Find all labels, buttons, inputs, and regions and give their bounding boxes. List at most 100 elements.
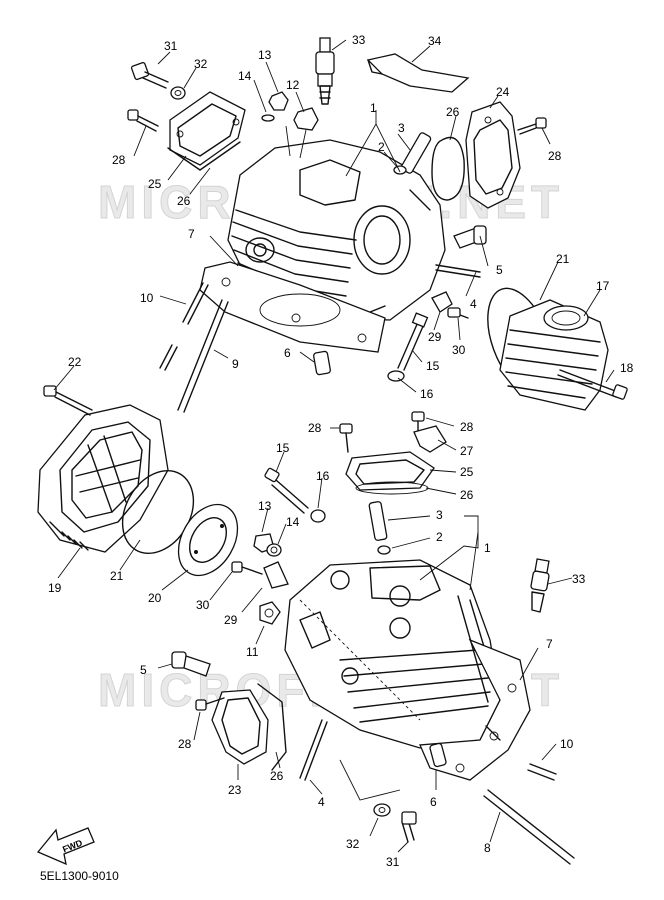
callout-6: 6	[284, 346, 291, 360]
callout-33: 33	[572, 572, 586, 586]
dowel-top	[313, 350, 331, 376]
bracket-27	[413, 425, 447, 453]
head-gasket-bottom	[419, 638, 531, 781]
callout-25: 25	[148, 177, 162, 191]
callout-13: 13	[258, 48, 272, 62]
head-gasket-top	[199, 261, 386, 353]
stud-4-bottom	[299, 719, 328, 781]
callout-7: 7	[546, 637, 553, 651]
callout-3: 3	[398, 121, 405, 135]
callout-5: 5	[496, 263, 503, 277]
callout-28: 28	[112, 153, 126, 167]
bolt-28-top-right	[517, 117, 547, 135]
callout-5: 5	[140, 663, 147, 677]
callout-26: 26	[460, 488, 474, 502]
callout-25: 25	[460, 465, 474, 479]
callout-1: 1	[484, 541, 491, 555]
valve-guide-top	[393, 132, 432, 175]
bolt-15-top	[387, 312, 429, 382]
callout-2: 2	[378, 140, 385, 154]
callout-10: 10	[140, 291, 154, 305]
callout-28: 28	[460, 420, 474, 434]
nuts-bottom	[253, 533, 282, 557]
callout-11: 11	[246, 645, 259, 659]
callout-14: 14	[286, 515, 300, 529]
callout-29: 29	[428, 330, 442, 344]
gasket-24-26-top	[431, 101, 521, 209]
callout-19: 19	[48, 581, 62, 595]
callout-6: 6	[430, 795, 437, 809]
callout-20: 20	[148, 591, 162, 605]
callout-32: 32	[346, 837, 360, 851]
callout-30: 30	[452, 343, 466, 357]
fwd-arrow-icon: FWD	[36, 827, 95, 866]
callout-26: 26	[446, 105, 460, 119]
callout-26: 26	[270, 769, 284, 783]
callout-33: 33	[352, 33, 366, 47]
callout-21: 21	[110, 569, 124, 583]
callout-28: 28	[548, 149, 562, 163]
plate-20	[177, 503, 239, 577]
callout-18: 18	[620, 361, 634, 375]
callout-10: 10	[560, 737, 574, 751]
callout-15: 15	[276, 441, 290, 455]
callout-23: 23	[228, 783, 242, 797]
callout-8: 8	[484, 841, 491, 855]
callout-31: 31	[164, 39, 178, 53]
callout-4: 4	[318, 795, 325, 809]
spark-plug-bottom	[530, 558, 550, 613]
studs-top	[159, 282, 229, 413]
bolt-15-bottom	[264, 467, 326, 523]
bolt-18	[557, 369, 628, 400]
valve-cover-25-top	[167, 91, 246, 171]
fitting-5-top	[453, 225, 487, 249]
studs-bottom	[483, 725, 575, 865]
valve-cover-25-bottom	[345, 451, 435, 495]
bracket-29-bottom	[231, 561, 289, 589]
callout-26: 26	[177, 194, 191, 208]
bolt-28-top-left	[127, 109, 159, 132]
fitting-5-bottom	[171, 651, 211, 677]
cover-23-bottom	[211, 683, 287, 771]
callout-31: 31	[386, 855, 400, 869]
callout-24: 24	[496, 85, 510, 99]
callout-22: 22	[68, 355, 82, 369]
callout-28: 28	[178, 737, 192, 751]
front-cylinder-head	[284, 559, 501, 749]
diagram-code: 5EL1300-9010	[40, 869, 119, 883]
nuts-top	[261, 91, 319, 159]
callout-9: 9	[232, 357, 239, 371]
callout-21: 21	[556, 252, 570, 266]
callout-17: 17	[596, 279, 610, 293]
callout-2: 2	[436, 530, 443, 544]
leader-lines	[53, 39, 615, 853]
callout-34: 34	[428, 34, 442, 48]
callout-32: 32	[194, 57, 208, 71]
callout-3: 3	[436, 508, 443, 522]
callout-29: 29	[224, 613, 238, 627]
callout-15: 15	[426, 359, 440, 373]
callout-4: 4	[470, 297, 477, 311]
bolt-31-top	[130, 61, 186, 100]
callout-16: 16	[420, 387, 434, 401]
bracket-29-top	[431, 291, 469, 319]
spark-plug-top	[315, 37, 335, 105]
rear-cylinder-head	[227, 139, 481, 321]
callout-1: 1	[370, 101, 377, 115]
bolt-22	[43, 385, 93, 416]
bolt-31-bottom	[373, 803, 417, 843]
callout-7: 7	[188, 227, 195, 241]
air-filter-cover-19	[37, 404, 169, 553]
bolt-28-bottom-left	[195, 697, 225, 711]
valve-guide-bottom	[368, 501, 391, 555]
dowel-bottom	[429, 742, 447, 768]
bolts-28-bottom	[339, 411, 425, 453]
callout-12: 12	[286, 78, 300, 92]
callout-30: 30	[196, 598, 210, 612]
callout-14: 14	[238, 69, 252, 83]
callout-13: 13	[258, 499, 272, 513]
intake-joint-17	[487, 287, 609, 411]
callout-16: 16	[316, 469, 330, 483]
callout-numbers: 31 32 13 14 12 33 34 28 25 26 1 3 2 26 2…	[48, 33, 634, 869]
